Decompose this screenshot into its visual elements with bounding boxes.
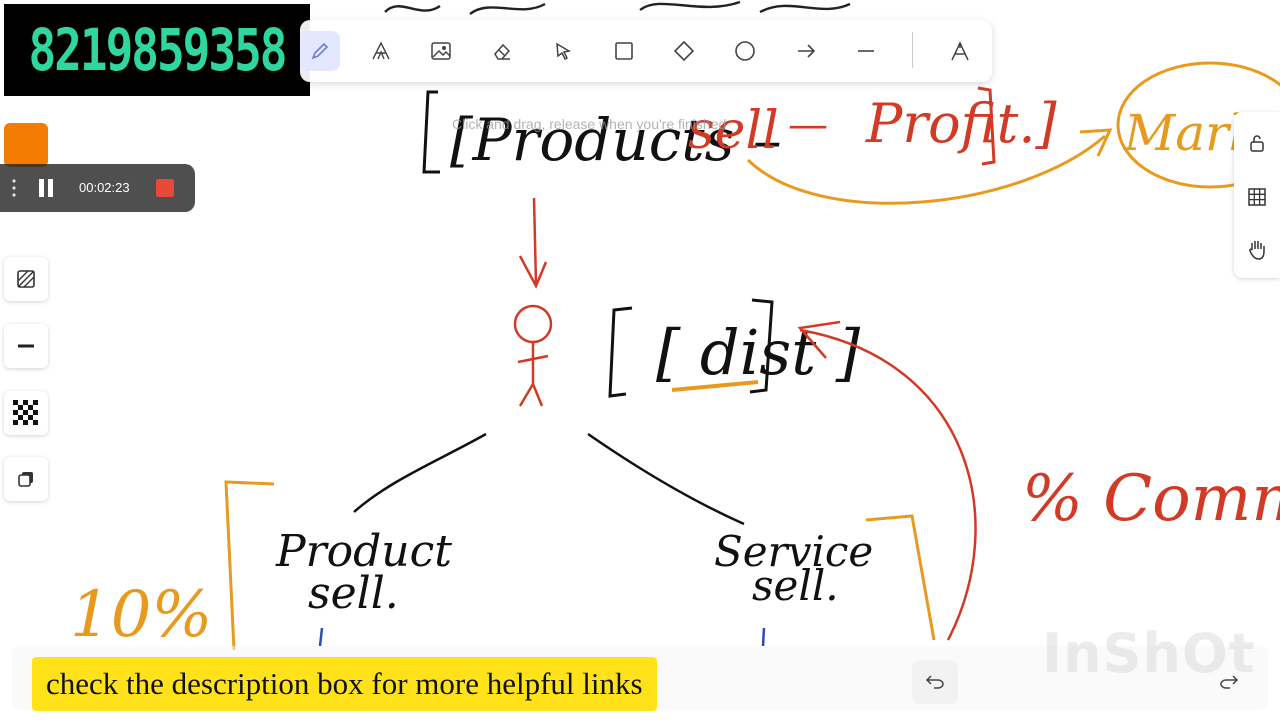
lock-button[interactable]: [1242, 128, 1272, 158]
title-scribble: [384, 0, 851, 15]
stroke-width-icon: [18, 344, 34, 348]
text-icon: [372, 41, 390, 60]
arrow-icon: [798, 44, 816, 58]
text-tool-button[interactable]: [361, 31, 401, 71]
dist-bracket-right: [749, 298, 774, 394]
red-down-arrow: [518, 197, 548, 289]
drawing-toolbar: [300, 20, 992, 82]
caption-text: check the description box for more helpf…: [46, 666, 643, 701]
diamond-icon: [673, 40, 695, 62]
rectangle-tool-button[interactable]: [604, 31, 644, 71]
fill-style-button[interactable]: [4, 257, 48, 301]
current-color-swatch[interactable]: [4, 123, 48, 167]
phone-number: 8219859358: [28, 16, 288, 84]
lock-icon: [1250, 135, 1264, 152]
grid-button[interactable]: [1242, 182, 1272, 212]
recording-time: 00:02:23: [79, 180, 130, 195]
stop-icon[interactable]: [156, 179, 174, 197]
undo-icon: [925, 675, 944, 689]
shapes-menu-button[interactable]: [940, 31, 980, 71]
screen-recorder-bar: 00:02:23: [0, 164, 195, 212]
redo-button[interactable]: [1206, 660, 1252, 704]
hatch-fill-icon: [17, 270, 35, 288]
redo-icon: [1220, 675, 1239, 689]
select-tool-button[interactable]: [543, 31, 583, 71]
commission-text: % Commission: [1022, 462, 1280, 536]
eraser-tool-button[interactable]: [482, 31, 522, 71]
image-icon: [431, 42, 451, 60]
sell-text: sell: [688, 101, 779, 161]
undo-button[interactable]: [912, 660, 958, 704]
orange-curve-arrow: [746, 134, 1106, 205]
app-watermark: InShOt: [1042, 622, 1256, 685]
ten-percent-text: 10%: [70, 578, 212, 652]
product-sell-line2: sell.: [308, 568, 399, 619]
branch-left: [353, 432, 487, 513]
layers-icon: [18, 472, 33, 487]
toolbar-divider: [912, 32, 913, 68]
bracket-left: [422, 90, 440, 174]
shapes-menu-icon: [951, 41, 969, 61]
dist-text: [ dist ]: [656, 316, 861, 389]
rectangle-icon: [615, 42, 633, 60]
circle-icon: [735, 41, 755, 61]
image-tool-button[interactable]: [421, 31, 461, 71]
bracket-right: [977, 86, 996, 166]
profit-text: Profit.]: [865, 92, 1058, 155]
line-icon: [858, 50, 874, 52]
pattern-button[interactable]: [4, 391, 48, 435]
orange-bracket-right: [865, 514, 936, 641]
caption-banner: check the description box for more helpf…: [32, 657, 657, 711]
red-curve-arrow: [799, 328, 977, 641]
line-tool-button[interactable]: [846, 31, 886, 71]
person-figure: [513, 304, 553, 407]
pen-tool-button[interactable]: [300, 31, 340, 71]
branch-right: [587, 432, 745, 526]
pen-icon: [311, 42, 329, 60]
service-sell-line1: Service: [714, 527, 873, 576]
diamond-tool-button[interactable]: [664, 31, 704, 71]
service-sell-line2: sell.: [752, 561, 839, 610]
red-arrowhead: [797, 320, 841, 359]
dist-underline: [671, 380, 759, 392]
checker-pattern-icon: [13, 400, 39, 426]
products-text: [Products –: [450, 106, 782, 174]
eraser-icon: [494, 43, 511, 60]
orange-arrowhead: [1079, 128, 1113, 157]
market-ellipse: [1116, 61, 1280, 189]
product-sell-line1: Product: [275, 526, 452, 577]
hand-button[interactable]: [1242, 234, 1272, 264]
hand-icon: [1249, 241, 1265, 260]
style-panel: [0, 115, 56, 510]
orange-bracket-left: [224, 480, 275, 651]
drag-handle-icon[interactable]: [10, 178, 18, 198]
dist-bracket-left: [608, 306, 633, 398]
grid-icon: [1248, 188, 1266, 206]
select-icon: [556, 42, 572, 61]
dash-text: —: [788, 102, 828, 148]
layers-button[interactable]: [4, 457, 48, 501]
blue-tick-left: [318, 627, 324, 647]
blue-tick-right: [761, 627, 766, 647]
arrow-tool-button[interactable]: [786, 31, 826, 71]
phone-number-banner: 8219859358: [4, 4, 310, 96]
canvas-controls-panel: [1234, 112, 1280, 278]
circle-tool-button[interactable]: [725, 31, 765, 71]
stroke-width-button[interactable]: [4, 324, 48, 368]
drawing-hint: Click and drag, release when you're fini…: [452, 116, 727, 132]
pause-icon[interactable]: [38, 179, 54, 197]
